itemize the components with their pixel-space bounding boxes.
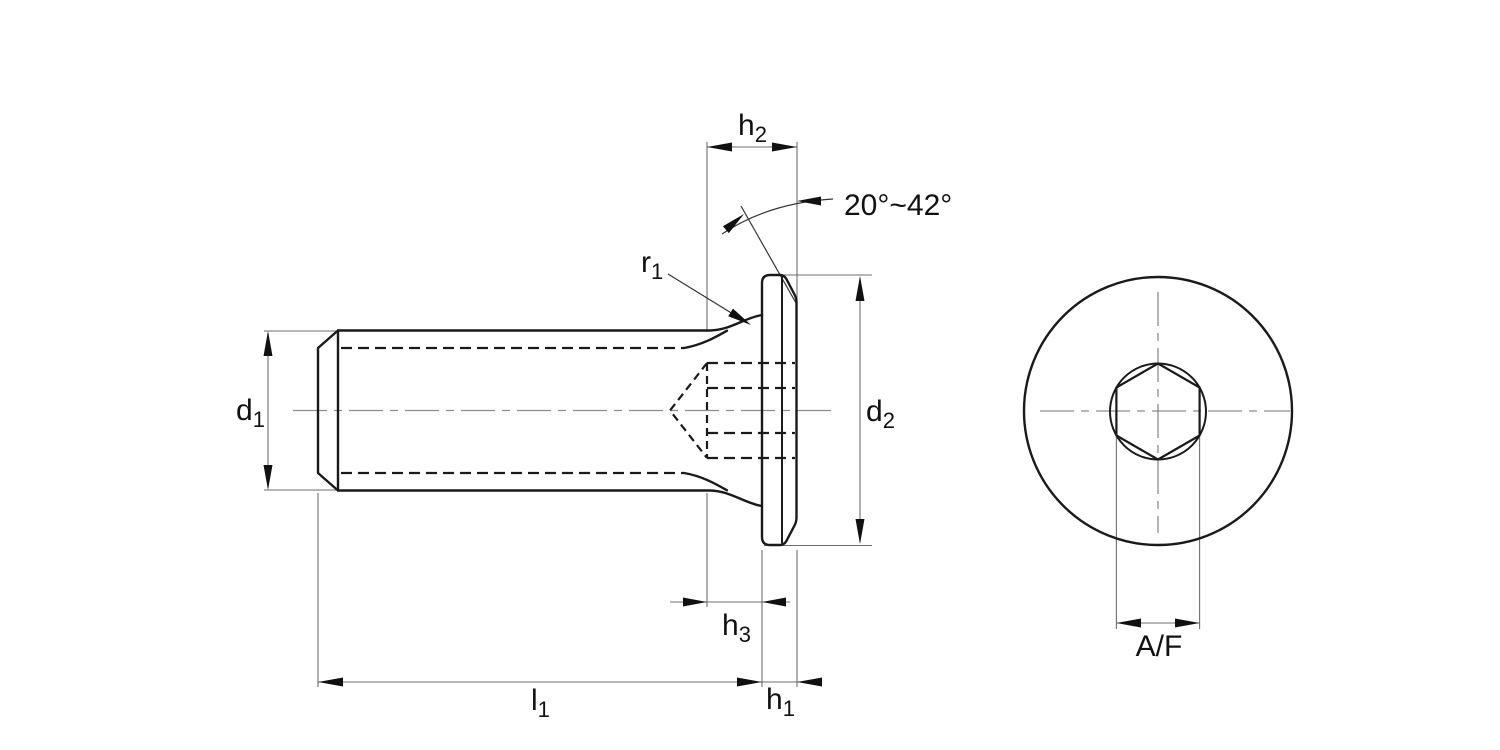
af-arrow-left — [1116, 618, 1141, 628]
body-left-end-chamfer — [316, 329, 340, 492]
head-face-circle — [1022, 275, 1294, 547]
af-label: A/F — [1136, 630, 1183, 663]
r1-label: r1 — [641, 246, 663, 284]
h3-label: h3 — [722, 609, 751, 647]
arrowheads-group — [263, 142, 1200, 687]
af-arrow-right — [1175, 618, 1200, 628]
h2-arrow-left — [707, 142, 732, 152]
socket-cone-hidden-lines — [668, 362, 708, 459]
d1-label: d1 — [236, 394, 265, 432]
h3-arrow-right — [762, 597, 786, 607]
l1-arrow-left — [318, 677, 343, 687]
l1-label: l1 — [531, 684, 550, 722]
hex-socket-polygon — [1115, 362, 1201, 461]
h1-arrow-right — [797, 677, 822, 687]
hidden-lines-group — [341, 346, 795, 475]
labels-group: d1 h2 20°~42° r1 d2 h3 l1 h1 A/F — [236, 109, 1182, 722]
h2-arrow-right — [772, 142, 797, 152]
r1-leader-arrow — [728, 308, 751, 325]
d2-arrow-up — [855, 276, 865, 301]
d2-label: d2 — [866, 395, 895, 433]
h2-label: h2 — [738, 109, 767, 147]
side-view-outline-group — [316, 273, 798, 547]
body-bottom-outline-with-fillet — [336, 489, 764, 508]
body-top-outline-with-fillet — [336, 313, 764, 332]
h3-arrow-left — [683, 597, 707, 607]
head-outline — [760, 273, 798, 547]
thread-runout-bottom — [682, 471, 729, 492]
centerlines-group — [293, 292, 1290, 533]
l1-h1-arrow-middle — [737, 677, 762, 687]
d1-arrow-up — [263, 331, 273, 356]
chamfer-angle-label: 20°~42° — [844, 189, 952, 222]
end-view-outline-group — [1022, 275, 1294, 547]
h1-label: h1 — [766, 683, 795, 721]
angle-arc-arrow-far — [797, 196, 821, 206]
chamfer-angle-reference-line — [740, 205, 797, 304]
d2-arrow-down — [855, 519, 865, 544]
angle-arc-arrow-near — [722, 214, 744, 234]
d1-arrow-down — [263, 465, 273, 490]
thread-runout-top — [682, 329, 729, 350]
